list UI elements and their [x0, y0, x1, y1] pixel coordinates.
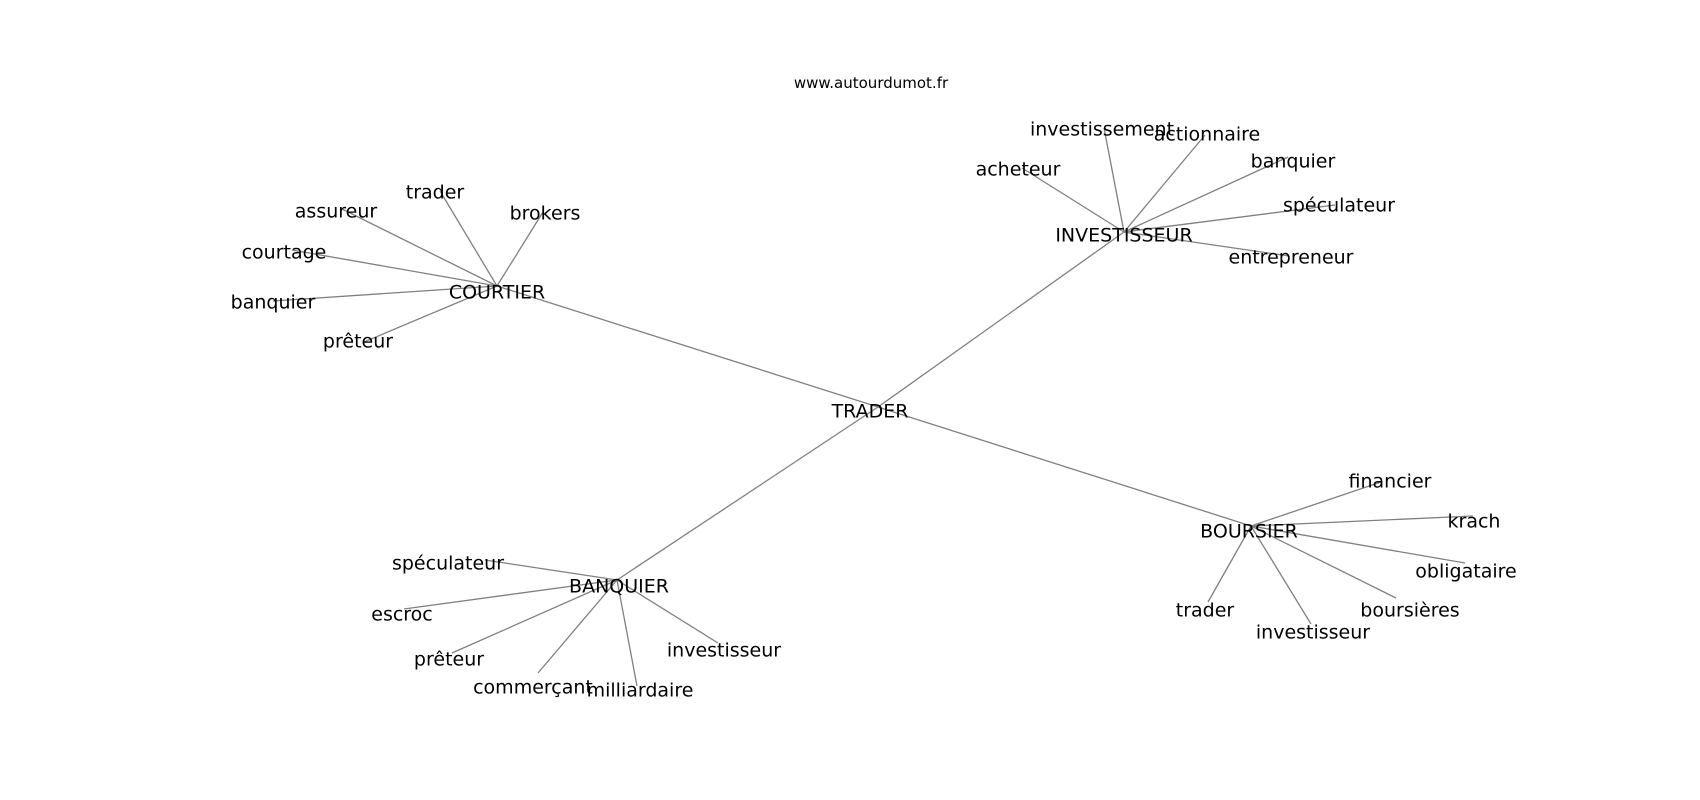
- edge-banquier-investisseur: [616, 579, 719, 644]
- edge-investisseur-actionnaire: [1123, 134, 1206, 233]
- edge-trader-courtier: [496, 285, 879, 408]
- edge-boursier-boursieres: [1250, 525, 1397, 599]
- node-leaf-boursier-boursieres[interactable]: boursières: [1360, 600, 1459, 622]
- site-url: www.autourdumot.fr: [794, 74, 949, 92]
- edge-boursier-investisseur: [1250, 525, 1312, 625]
- node-leaf-boursier-trader[interactable]: trader: [1176, 600, 1235, 622]
- node-hub-banquier[interactable]: BANQUIER: [569, 576, 669, 598]
- graph-nodes: TRADER COURTIER assureur trader brokers court…: [231, 119, 1517, 702]
- edge-courtier-courtage: [291, 249, 498, 287]
- node-leaf-investisseur-speculateur[interactable]: spéculateur: [1283, 195, 1395, 217]
- edge-boursier-obligataire: [1250, 525, 1466, 564]
- node-leaf-banquier-commercant[interactable]: commerçant: [473, 677, 593, 699]
- node-leaf-courtier-preteur[interactable]: prêteur: [323, 331, 393, 353]
- node-leaf-banquier-speculateur[interactable]: spéculateur: [392, 553, 504, 575]
- node-leaf-courtier-banquier[interactable]: banquier: [231, 292, 316, 314]
- edge-courtier-preteur: [363, 285, 498, 343]
- node-leaf-investisseur-banquier[interactable]: banquier: [1251, 151, 1336, 173]
- node-leaf-boursier-obligataire[interactable]: obligataire: [1415, 561, 1516, 583]
- edge-trader-banquier: [616, 406, 879, 581]
- node-center-trader[interactable]: TRADER: [831, 401, 909, 423]
- node-leaf-banquier-preteur[interactable]: prêteur: [414, 649, 484, 671]
- node-leaf-courtier-trader[interactable]: trader: [406, 182, 465, 204]
- edge-banquier-escroc: [403, 579, 618, 610]
- edge-courtier-banquier: [272, 285, 498, 302]
- edge-courtier-trader: [439, 190, 498, 287]
- edge-banquier-milliardaire: [616, 579, 638, 687]
- node-leaf-banquier-escroc[interactable]: escroc: [371, 604, 433, 626]
- edge-banquier-preteur: [451, 579, 618, 654]
- node-leaf-courtier-brokers[interactable]: brokers: [510, 203, 581, 225]
- node-leaf-courtier-assureur[interactable]: assureur: [295, 201, 378, 223]
- edge-investisseur-acheteur: [1021, 167, 1125, 233]
- node-leaf-investisseur-acheteur[interactable]: acheteur: [976, 159, 1061, 181]
- node-leaf-investisseur-entrepreneur[interactable]: entrepreneur: [1229, 247, 1354, 269]
- node-hub-investisseur[interactable]: INVESTISSEUR: [1055, 225, 1192, 247]
- node-hub-courtier[interactable]: COURTIER: [449, 282, 545, 304]
- node-leaf-banquier-investisseur[interactable]: investisseur: [667, 640, 781, 662]
- node-leaf-banquier-milliardaire[interactable]: milliardaire: [587, 680, 694, 702]
- edge-banquier-commercant: [537, 579, 618, 674]
- node-leaf-courtier-courtage[interactable]: courtage: [242, 242, 327, 264]
- node-hub-boursier[interactable]: BOURSIER: [1200, 521, 1298, 543]
- node-leaf-investisseur-investissement[interactable]: investissement: [1030, 119, 1174, 141]
- edge-boursier-financier: [1250, 481, 1382, 527]
- edge-trader-investisseur: [877, 231, 1125, 408]
- graph-edges: [272, 127, 1474, 687]
- edge-investisseur-speculateur: [1123, 204, 1336, 233]
- edge-investisseur-investissement: [1103, 127, 1125, 233]
- edge-trader-boursier: [877, 406, 1252, 527]
- node-leaf-boursier-financier[interactable]: financier: [1349, 471, 1432, 493]
- edge-boursier-krach: [1250, 515, 1474, 527]
- node-leaf-investisseur-actionnaire[interactable]: actionnaire: [1154, 124, 1261, 146]
- edge-investisseur-banquier: [1123, 156, 1289, 233]
- edge-banquier-speculateur: [484, 559, 618, 581]
- edge-courtier-assureur: [341, 208, 498, 287]
- node-leaf-boursier-krach[interactable]: krach: [1448, 511, 1501, 533]
- edge-courtier-brokers: [496, 211, 544, 287]
- edge-investisseur-entrepreneur: [1123, 231, 1290, 257]
- node-leaf-boursier-investisseur[interactable]: investisseur: [1256, 622, 1370, 644]
- edge-boursier-trader: [1207, 525, 1252, 603]
